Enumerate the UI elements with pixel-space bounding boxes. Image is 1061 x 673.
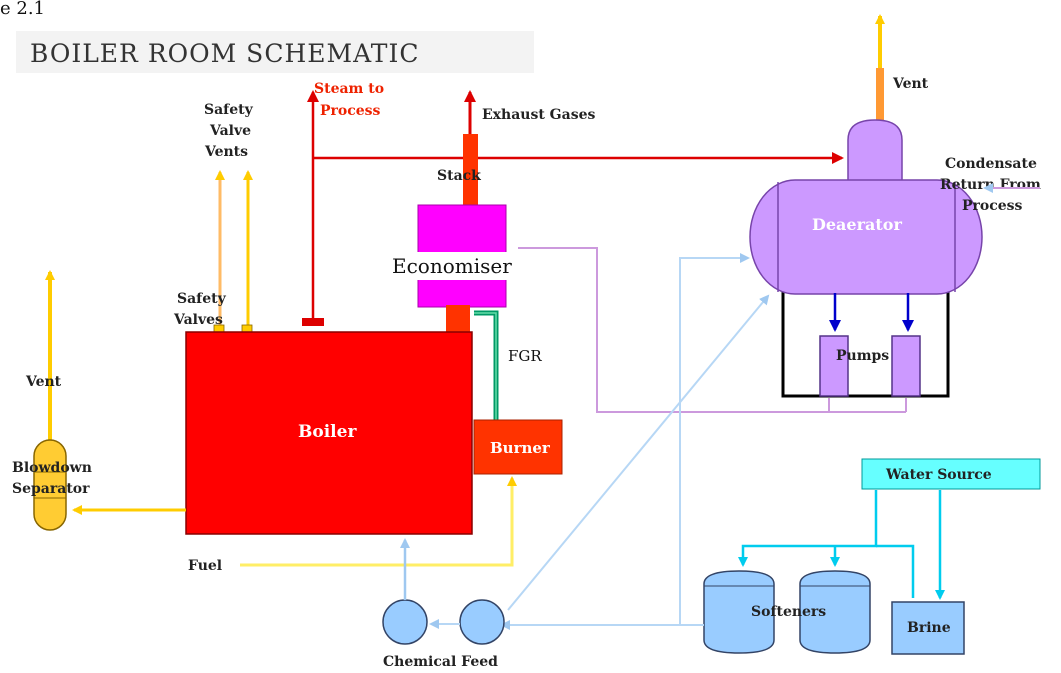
blowdown-label-2: Separator bbox=[12, 481, 90, 497]
deaerator-label: Deaerator bbox=[812, 215, 902, 234]
pumps-label: Pumps bbox=[836, 348, 889, 364]
chemical-feed-to-deaerator-line bbox=[507, 294, 770, 611]
softeners-label: Softeners bbox=[751, 604, 826, 620]
burner bbox=[473, 419, 563, 475]
chemical-feed-pump-1 bbox=[382, 599, 428, 645]
boiler-label: Boiler bbox=[298, 422, 357, 442]
safety-valves-label-2: Valves bbox=[173, 312, 223, 328]
condensate-label-1: Condensate bbox=[945, 156, 1037, 172]
economiser-label: Economiser bbox=[392, 254, 512, 278]
condensate-label-3: Process bbox=[962, 198, 1023, 214]
exhaust-gases-label: Exhaust Gases bbox=[482, 107, 595, 123]
deaerator-support-frame bbox=[781, 288, 950, 398]
vent-left-label: Vent bbox=[25, 374, 62, 390]
brine-tank bbox=[891, 601, 965, 655]
economiser-label-background bbox=[389, 252, 537, 280]
safety-valve-vents-label-2: Valve bbox=[209, 123, 251, 139]
chemical-feed-pump-2 bbox=[459, 599, 505, 645]
steam-to-process-label-2: Process bbox=[320, 103, 381, 119]
feedwater-return-line bbox=[518, 247, 830, 413]
stack bbox=[463, 134, 478, 206]
pump-1 bbox=[819, 335, 849, 397]
deaerator-vent-pipe bbox=[876, 68, 884, 126]
softener-1 bbox=[703, 570, 775, 654]
water-line-main bbox=[738, 490, 878, 567]
page-title: BOILER ROOM SCHEMATIC bbox=[30, 39, 419, 68]
title-background bbox=[16, 31, 534, 73]
water-source-label: Water Source bbox=[885, 467, 992, 483]
steam-to-process-label-1: Steam to bbox=[314, 81, 384, 97]
fgr-line bbox=[474, 310, 499, 420]
safety-valve-vents-label-1: Safety bbox=[204, 102, 254, 118]
chemical-feed-label: Chemical Feed bbox=[383, 654, 498, 670]
softener-2 bbox=[799, 570, 871, 654]
stack-label: Stack bbox=[437, 168, 481, 184]
water-line-brine bbox=[876, 544, 915, 598]
pump-2 bbox=[891, 335, 921, 397]
deaerator-tank bbox=[749, 179, 983, 295]
water-source bbox=[861, 458, 1041, 490]
fuel-line bbox=[240, 476, 517, 567]
makeup-water-line bbox=[679, 253, 750, 625]
fgr-label: FGR bbox=[508, 347, 542, 365]
fuel-label: Fuel bbox=[188, 558, 222, 574]
figure-label: e 2.1 bbox=[0, 0, 45, 19]
steam-outlet-valve bbox=[302, 318, 324, 326]
burner-label: Burner bbox=[490, 439, 551, 457]
deaerator-dome bbox=[847, 119, 903, 183]
blowdown-label-1: Blowdown bbox=[12, 460, 92, 476]
brine-label: Brine bbox=[907, 620, 951, 636]
boiler bbox=[185, 331, 473, 535]
safety-valves-label-1: Safety bbox=[177, 291, 227, 307]
safety-valve-vents-label-3: Vents bbox=[204, 144, 248, 160]
fgr-line-inner bbox=[474, 312, 497, 420]
vent-top-label: Vent bbox=[892, 76, 929, 92]
blowdown-separator bbox=[33, 439, 67, 531]
condensate-label-2: Return From bbox=[940, 177, 1041, 193]
